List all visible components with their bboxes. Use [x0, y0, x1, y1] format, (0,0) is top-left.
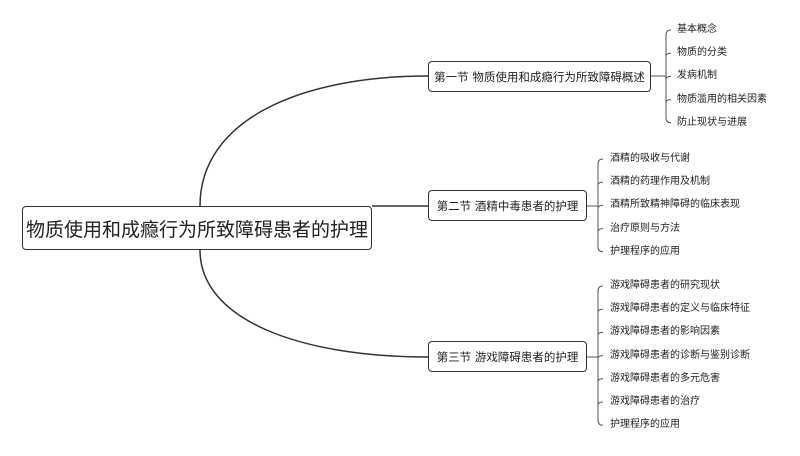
leaf-item[interactable]: 治疗原则与方法	[610, 222, 680, 234]
bracket-tick	[597, 204, 604, 209]
leaf-item[interactable]: 酒精所致精神障碍的临床表现	[610, 199, 740, 211]
bracket-tick	[597, 181, 604, 186]
leaf-item[interactable]: 游戏障碍患者的定义与临床特征	[610, 303, 750, 315]
leaf-item[interactable]: 发病机制	[677, 70, 717, 82]
bracket-spine	[665, 29, 672, 124]
bracket-tick	[597, 355, 604, 359]
root-node[interactable]: 物质使用和成瘾行为所致障碍患者的护理	[22, 206, 372, 250]
leaf-item[interactable]: 酒精的吸收与代谢	[610, 153, 690, 164]
section-node-2[interactable]: 第二节 酒精中毒患者的护理	[428, 190, 587, 221]
leaf-item[interactable]: 护理程序的应用	[610, 245, 680, 257]
bracket-tick	[597, 401, 604, 406]
connector-root-sec1	[199, 75, 429, 207]
leaf-item[interactable]: 游戏障碍患者的诊断与鉴别诊断	[610, 349, 750, 361]
leaf-item[interactable]: 游戏障碍患者的影响因素	[610, 326, 720, 338]
leaf-item[interactable]: 游戏障碍患者的研究现状	[610, 280, 720, 291]
leaf-item[interactable]: 物质的分类	[677, 47, 727, 59]
bracket-spine	[597, 158, 604, 253]
connector-root-sec3	[199, 249, 429, 358]
leaf-item[interactable]: 基本概念	[677, 24, 717, 35]
bracket-tick	[665, 75, 672, 80]
bracket-tick	[597, 378, 604, 382]
bracket-tick	[597, 331, 604, 336]
bracket-tick	[665, 99, 672, 103]
section-node-1[interactable]: 第一节 物质使用和成瘾行为所致障碍概述	[428, 61, 651, 92]
leaf-item[interactable]: 防止现状与进展	[677, 116, 747, 128]
bracket-tick	[665, 52, 672, 57]
leaf-item[interactable]: 游戏障碍患者的多元危害	[610, 372, 720, 384]
section-node-3[interactable]: 第三节 游戏障碍患者的护理	[428, 341, 587, 372]
leaf-item[interactable]: 护理程序的应用	[610, 419, 680, 431]
leaf-item[interactable]: 游戏障碍患者的治疗	[610, 396, 700, 407]
bracket-spine	[597, 285, 604, 426]
leaf-item[interactable]: 物质滥用的相关因素	[677, 93, 767, 105]
bracket-tick	[597, 228, 604, 232]
leaf-item[interactable]: 酒精的药理作用及机制	[610, 176, 710, 188]
bracket-tick	[597, 308, 604, 313]
